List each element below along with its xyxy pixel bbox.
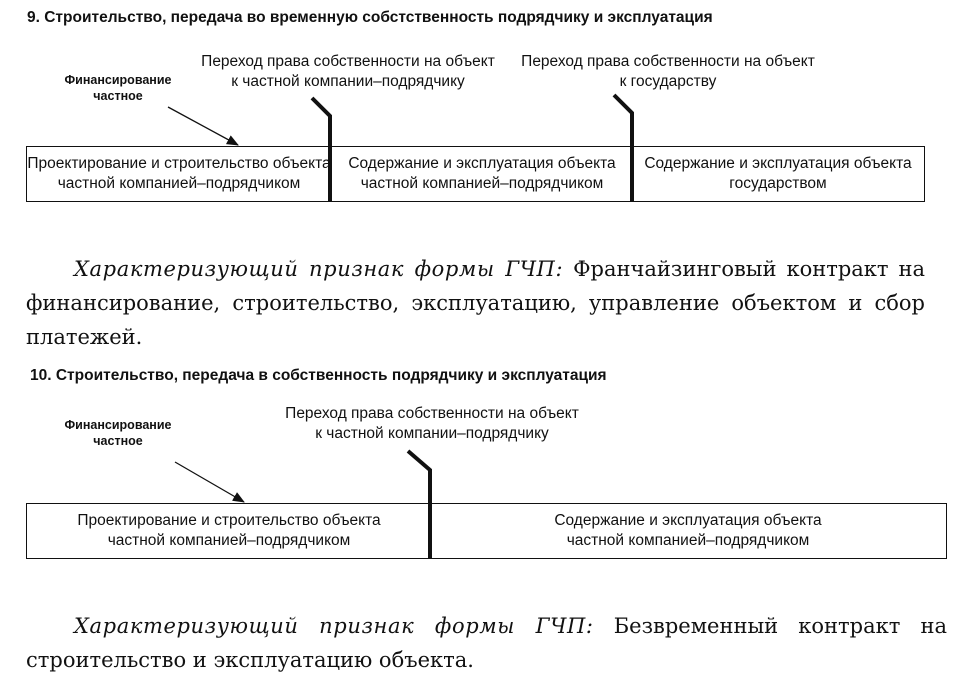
transfer-line-2: к частной компании–подрядчику (231, 73, 465, 90)
segment-line-1: Содержание и эксплуатация объекта (554, 512, 822, 529)
financing-line-1: Финансирование (64, 418, 172, 432)
segment-line-1: Содержание и эксплуатация объекта (348, 155, 616, 172)
description-text: Франчайзинговый контракт на финансирован… (26, 257, 925, 349)
scheme-10-segment-private-operation: Содержание и эксплуатация объекта частно… (431, 504, 945, 558)
segment-line-1: Проектирование и строительство объекта (77, 512, 381, 529)
description-lead: Характеризующий признак формы ГЧП: (74, 614, 594, 638)
transfer-line-2: к государству (619, 73, 717, 90)
scheme-10-transfer-to-contractor: Переход права собственности на объект к … (264, 404, 600, 444)
scheme-10-segment-design-build: Проектирование и строительство объекта ч… (27, 504, 431, 558)
scheme-9-heading: 9. Строительство, передача во временную … (27, 9, 713, 26)
scheme-10-heading: 10. Строительство, передача в собственно… (30, 367, 607, 384)
segment-line-2: частной компанией–подрядчиком (360, 175, 604, 192)
transfer-line-1: Переход права собственности на объект (521, 53, 815, 70)
scheme-9-segment-private-operation: Содержание и эксплуатация объекта частно… (331, 147, 633, 201)
scheme-9-transfer-to-contractor: Переход права собственности на объект к … (180, 52, 516, 92)
segment-line-2: государством (729, 175, 827, 192)
scheme-10-description: Характеризующий признак формы ГЧП: Безвр… (26, 609, 947, 677)
scheme-9-financing-arrow (167, 106, 239, 146)
financing-line-2: частное (93, 89, 143, 103)
description-lead: Характеризующий признак формы ГЧП: (74, 257, 564, 281)
scheme-9-segment-state-operation: Содержание и эксплуатация объекта госуда… (633, 147, 923, 201)
segment-line-2: частной компанией–подрядчиком (566, 532, 810, 549)
segment-line-2: частной компанией–подрядчиком (57, 175, 301, 192)
scheme-9-segment-design-build: Проектирование и строительство объекта ч… (27, 147, 331, 201)
scheme-9-transfer-to-state: Переход права собственности на объект к … (500, 52, 836, 92)
scheme-10-financing-label: Финансирование частное (48, 417, 188, 449)
scheme-9-description: Характеризующий признак формы ГЧП: Франч… (26, 252, 925, 354)
transfer-line-1: Переход права собственности на объект (285, 405, 579, 422)
scheme-9-financing-label: Финансирование частное (48, 72, 188, 104)
financing-line-1: Финансирование (64, 73, 172, 87)
segment-line-2: частной компанией–подрядчиком (107, 532, 351, 549)
segment-line-1: Содержание и эксплуатация объекта (644, 155, 912, 172)
segment-line-1: Проектирование и строительство объекта (27, 155, 331, 172)
description-text: Безвременный контракт на строительство и… (26, 614, 947, 672)
transfer-line-1: Переход права собственности на объект (201, 53, 495, 70)
transfer-line-2: к частной компании–подрядчику (315, 425, 549, 442)
scheme-9-timeline: Проектирование и строительство объекта ч… (26, 146, 925, 202)
scheme-10-financing-arrow (174, 461, 245, 503)
financing-line-2: частное (93, 434, 143, 448)
scheme-10-timeline: Проектирование и строительство объекта ч… (26, 503, 947, 559)
